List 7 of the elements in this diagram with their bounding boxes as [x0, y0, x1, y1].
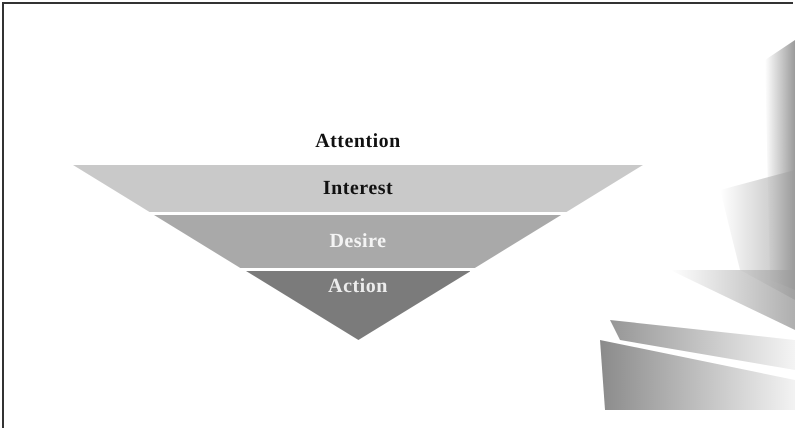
band-label: Interest [322, 177, 394, 200]
funnel-band [246, 271, 470, 340]
band-label: Desire [329, 230, 387, 253]
stage-label: Attention [314, 130, 402, 153]
funnel-band [73, 165, 643, 212]
band-label: Action [328, 275, 388, 298]
funnel-band [154, 215, 562, 268]
